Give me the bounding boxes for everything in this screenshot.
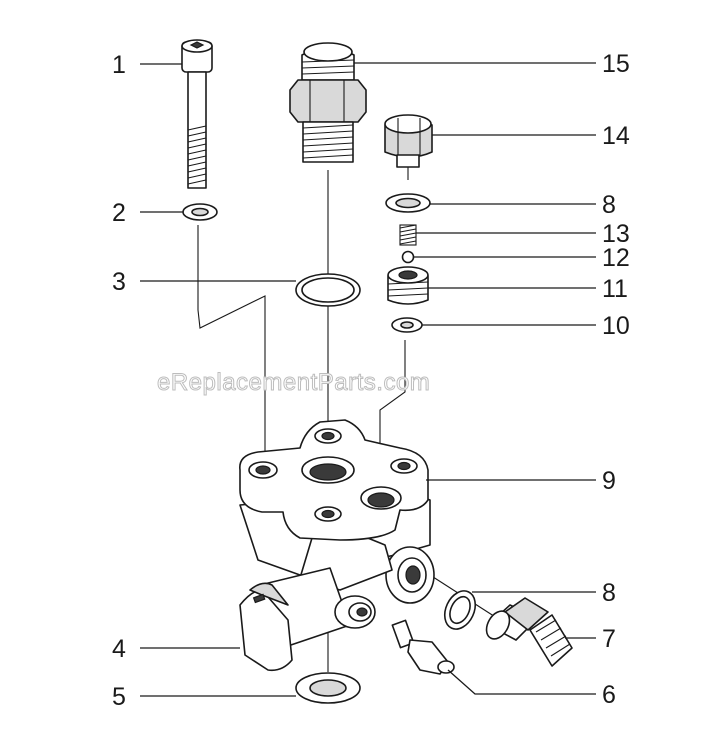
callout-10: 10: [602, 312, 630, 340]
callout-12: 12: [602, 244, 630, 272]
callout-3: 3: [112, 268, 126, 296]
callout-8-lower: 8: [602, 579, 616, 607]
part-11-valve-seat: [387, 266, 429, 305]
part-2-washer: [182, 203, 218, 221]
callouts: 1 2 3 4 5 6 7 8 8 9 10 11 12 13 14 15: [112, 50, 630, 711]
callout-1: 1: [112, 51, 126, 79]
bolt-axis: [197, 225, 266, 465]
watermark-text: eReplacementParts.com: [157, 369, 430, 396]
callout-6: 6: [602, 681, 616, 709]
callout-11: 11: [602, 275, 628, 303]
part-14-plug: [384, 114, 433, 168]
callout-15: 15: [602, 50, 630, 78]
part-4-knob: [239, 582, 293, 672]
leader-lines: [140, 62, 596, 697]
part-10-washer: [391, 317, 423, 333]
part-12-ball: [401, 250, 415, 264]
part-1-bolt: [181, 39, 213, 189]
callout-7: 7: [602, 625, 616, 653]
callout-14: 14: [602, 122, 630, 150]
callout-8-upper: 8: [602, 191, 616, 219]
part-8-seal-upper: [385, 193, 431, 213]
leader-6: [447, 669, 596, 695]
callout-4: 4: [112, 635, 126, 663]
part-5-washer: [295, 672, 361, 704]
part-9-manifold: [239, 419, 435, 672]
part-13-spring: [399, 224, 417, 246]
part-3-o-ring: [295, 273, 361, 307]
part-6-pin: [391, 619, 455, 675]
part-8-seal-lower: [443, 590, 477, 630]
part-7-nipple: [485, 597, 573, 667]
callout-2: 2: [112, 199, 126, 227]
callout-5: 5: [112, 683, 126, 711]
callout-13: 13: [602, 220, 630, 248]
part-15-inlet-fitting: [289, 42, 367, 163]
callout-9: 9: [602, 467, 616, 495]
